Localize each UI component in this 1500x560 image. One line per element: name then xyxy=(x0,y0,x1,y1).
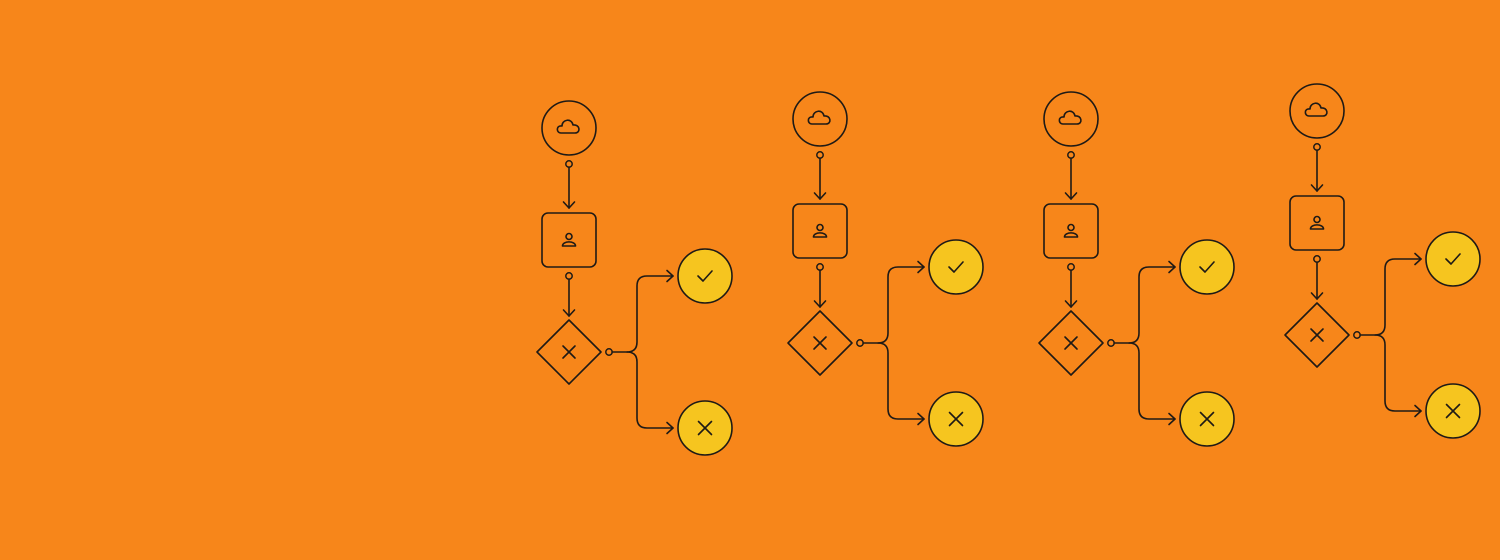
x-icon xyxy=(1310,328,1324,342)
cloud-icon xyxy=(1304,102,1328,117)
process-flow xyxy=(536,100,733,456)
gateway-diamond xyxy=(1284,302,1350,368)
arrow-head xyxy=(1064,192,1078,200)
arrow-head xyxy=(666,421,674,435)
process-flow xyxy=(787,91,984,447)
user-task-box xyxy=(1043,203,1099,259)
sequence-flow-failure xyxy=(626,351,674,429)
arrow-head xyxy=(813,192,827,200)
arrow-head xyxy=(1310,184,1324,192)
user-task-box xyxy=(792,203,848,259)
arrow-head xyxy=(813,300,827,308)
failure-end-node xyxy=(1179,391,1235,447)
failure-end-node xyxy=(1425,383,1481,439)
start-event-node xyxy=(792,91,848,147)
person-icon xyxy=(561,232,577,247)
exclusive-gateway-node xyxy=(787,310,853,376)
arrow-head xyxy=(1168,412,1176,426)
sequence-flow-success xyxy=(1113,266,1176,344)
failure-end-node xyxy=(928,391,984,447)
x-icon xyxy=(1445,403,1461,419)
start-event-circle xyxy=(541,100,597,156)
start-event-node xyxy=(541,100,597,156)
gateway-diamond xyxy=(536,319,602,385)
arrow-head xyxy=(562,201,576,209)
start-event-circle xyxy=(792,91,848,147)
person-icon xyxy=(1063,223,1079,238)
sequence-flow-failure xyxy=(1374,334,1422,412)
process-flow xyxy=(1038,91,1235,447)
check-icon xyxy=(948,261,964,273)
sequence-flow-success xyxy=(862,266,925,344)
start-event-node xyxy=(1043,91,1099,147)
user-task-box xyxy=(541,212,597,268)
arrow-head xyxy=(917,412,925,426)
failure-end-node xyxy=(677,400,733,456)
sequence-flow-failure xyxy=(877,342,925,420)
arrow-head xyxy=(1414,252,1422,266)
gateway-diamond xyxy=(787,310,853,376)
arrow-head xyxy=(1064,300,1078,308)
cloud-icon xyxy=(1058,110,1082,125)
user-task-box xyxy=(1289,195,1345,251)
success-end-node xyxy=(677,248,733,304)
sequence-flow-failure xyxy=(1128,342,1176,420)
success-end-circle xyxy=(928,239,984,295)
person-icon xyxy=(1309,215,1325,230)
x-icon xyxy=(562,345,576,359)
sequence-flow-success xyxy=(611,275,674,353)
user-task-node xyxy=(541,212,597,268)
check-icon xyxy=(1445,253,1461,265)
x-icon xyxy=(697,420,713,436)
success-end-node xyxy=(1179,239,1235,295)
success-end-node xyxy=(1425,231,1481,287)
cloud-icon xyxy=(556,119,580,134)
process-flow xyxy=(1284,83,1481,439)
start-event-node xyxy=(1289,83,1345,139)
person-icon xyxy=(812,223,828,238)
arrow-head xyxy=(1310,292,1324,300)
arrow-head xyxy=(562,309,576,317)
start-event-circle xyxy=(1043,91,1099,147)
arrow-head xyxy=(917,260,925,274)
success-end-circle xyxy=(1425,231,1481,287)
x-icon xyxy=(948,411,964,427)
arrow-head xyxy=(1168,260,1176,274)
user-task-node xyxy=(1043,203,1099,259)
arrow-head xyxy=(666,269,674,283)
user-task-node xyxy=(1289,195,1345,251)
exclusive-gateway-node xyxy=(536,319,602,385)
sequence-flow-success xyxy=(1359,258,1422,336)
x-icon xyxy=(813,336,827,350)
x-icon xyxy=(1064,336,1078,350)
x-icon xyxy=(1199,411,1215,427)
user-task-node xyxy=(792,203,848,259)
check-icon xyxy=(1199,261,1215,273)
success-end-circle xyxy=(1179,239,1235,295)
cloud-icon xyxy=(807,110,831,125)
arrow-head xyxy=(1414,404,1422,418)
success-end-node xyxy=(928,239,984,295)
start-event-circle xyxy=(1289,83,1345,139)
check-icon xyxy=(697,270,713,282)
success-end-circle xyxy=(677,248,733,304)
gateway-diamond xyxy=(1038,310,1104,376)
exclusive-gateway-node xyxy=(1038,310,1104,376)
exclusive-gateway-node xyxy=(1284,302,1350,368)
